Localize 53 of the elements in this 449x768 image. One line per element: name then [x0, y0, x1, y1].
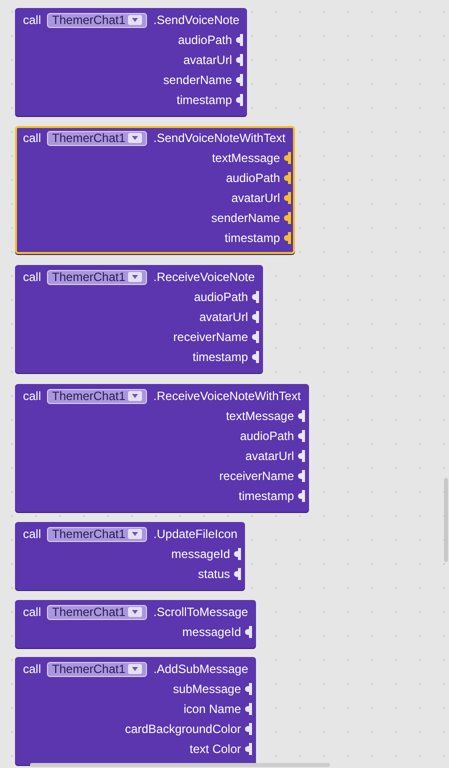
parameter-label: status: [198, 568, 230, 580]
call-keyword: call: [23, 14, 42, 26]
component-dropdown: ThemerChat1: [47, 388, 148, 404]
parameter-label: textMessage: [212, 152, 280, 164]
parameter-label: avatarUrl: [199, 311, 248, 323]
component-dropdown: ThemerChat1: [47, 270, 148, 284]
component-dropdown: ThemerChat1: [47, 526, 148, 542]
parameter-label: icon Name: [184, 703, 241, 715]
procedure-call-block: [15, 8, 247, 116]
call-keyword: call: [23, 271, 42, 283]
procedure-call-block: [15, 126, 295, 254]
method-name: .ReceiveVoiceNote: [153, 271, 255, 283]
procedure-call-block: [15, 384, 309, 512]
method-name: .ScrollToMessage: [153, 606, 248, 618]
procedure-call-block: [15, 600, 256, 648]
parameter-label: messageId: [171, 548, 230, 560]
procedure-call-block: [15, 657, 256, 765]
parameter-label: cardBackgroundColor: [124, 723, 241, 735]
procedure-call-block: [15, 265, 263, 373]
call-keyword: call: [23, 528, 42, 540]
parameter-label: avatarUrl: [231, 192, 280, 204]
call-keyword: call: [23, 390, 42, 402]
parameter-label: timestamp: [224, 232, 280, 244]
parameter-label: avatarUrl: [245, 450, 294, 462]
parameter-label: timestamp: [238, 490, 294, 502]
method-name: .ReceiveVoiceNoteWithText: [153, 390, 301, 402]
parameter-label: audioPath: [226, 172, 280, 184]
component-dropdown: ThemerChat1: [47, 130, 148, 146]
parameter-label: receiverName: [173, 331, 248, 343]
method-name: .SendVoiceNote: [153, 14, 240, 26]
call-keyword: call: [23, 663, 42, 675]
parameter-label: text Color: [190, 743, 241, 755]
parameter-label: avatarUrl: [183, 54, 232, 66]
parameter-label: timestamp: [176, 94, 232, 106]
procedure-call-block: [15, 522, 245, 590]
parameter-label: subMessage: [172, 683, 241, 695]
call-keyword: call: [23, 132, 42, 144]
parameter-label: messageId: [182, 626, 241, 638]
parameter-label: timestamp: [192, 351, 248, 363]
method-name: .UpdateFileIcon: [153, 528, 238, 540]
component-dropdown: ThemerChat1: [47, 12, 148, 28]
parameter-label: audioPath: [194, 291, 248, 303]
call-keyword: call: [23, 606, 42, 618]
component-dropdown: ThemerChat1: [47, 662, 148, 676]
parameter-label: senderName: [211, 212, 280, 224]
parameter-label: audioPath: [240, 430, 294, 442]
component-dropdown: ThemerChat1: [47, 604, 148, 620]
parameter-label: senderName: [163, 74, 232, 86]
method-name: .AddSubMessage: [153, 663, 248, 675]
method-name: .SendVoiceNoteWithText: [153, 132, 286, 144]
parameter-label: receiverName: [219, 470, 294, 482]
parameter-label: textMessage: [226, 410, 294, 422]
parameter-label: audioPath: [178, 34, 232, 46]
